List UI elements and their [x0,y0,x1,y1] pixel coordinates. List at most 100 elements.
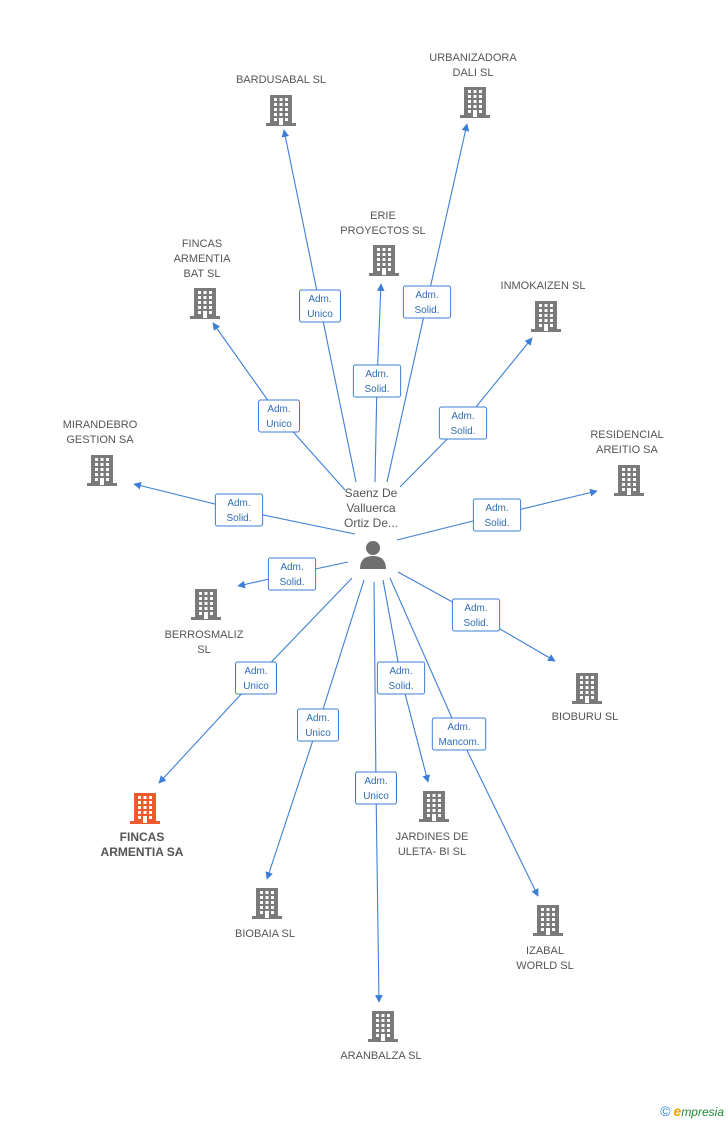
building-icon [614,465,644,496]
building-icon [368,1011,398,1042]
company-node-jardines[interactable]: JARDINES DE ULETA- BI SL [396,791,469,858]
edge-erie: Adm. Solid. [352,283,402,483]
edge-mirandebro: Adm.Solid. [133,481,356,535]
edge-bardusabal: Adm.Unico [281,129,357,483]
edge-label-box[interactable] [297,708,339,742]
edge-label-box[interactable] [267,557,317,591]
edge-label-text: Adm. [308,294,331,305]
company-label: ULETA- BI SL [398,846,466,858]
edge-label-box[interactable] [376,661,426,695]
company-node-bardusabal[interactable]: BARDUSABAL SL [236,74,326,126]
edge-label-text: Solid. [388,681,413,692]
edge-fincas-armentia: Adm. Unico [158,577,353,784]
edge-inmokaizen: Adm.Solid. [399,337,533,488]
company-label: PROYECTOS SL [340,225,425,237]
person-icon [360,541,386,569]
edge-label-box[interactable] [214,493,264,527]
edge-label-text: Solid. [364,384,389,395]
edge-label-box[interactable] [258,399,300,433]
company-label: BIOBAIA SL [235,928,295,940]
edge-fincas-bat: Adm.Unico [212,322,346,491]
building-icon [419,791,449,822]
edge-label-text: Adm. [365,369,388,380]
edge-label-text: Solid. [279,577,304,588]
building-icon [533,905,563,936]
edge-urbanizadora: Adm. Solid. [386,123,470,483]
company-label: BIOBURU SL [552,711,619,723]
edge-label-box[interactable] [402,285,452,319]
edge-label-box[interactable] [431,717,487,751]
edge-label-box[interactable] [352,364,402,398]
company-label: JARDINES DE [396,831,469,843]
edge-label-box[interactable] [355,771,397,805]
edge-label-text: Unico [305,728,331,739]
building-icon [190,288,220,319]
company-node-mirandebro[interactable]: MIRANDEBRO GESTION SA [63,419,138,486]
company-node-fincas-bat[interactable]: FINCAS ARMENTIA BAT SL [174,238,232,319]
brand-initial: e [673,1103,682,1119]
company-node-biobaia[interactable]: BIOBAIA SL [235,888,295,940]
edge-residencial: Adm. Solid. [396,488,598,541]
edge-label-text: Solid. [463,618,488,629]
company-label: BARDUSABAL SL [236,74,326,86]
company-label: MIRANDEBRO [63,419,138,431]
company-node-bioburu[interactable]: BIOBURU SL [552,673,619,723]
edge-berrosmaliz: Adm.Solid. [237,557,349,591]
building-icon [191,589,221,620]
company-node-inmokaizen[interactable]: INMOKAIZEN SL [501,280,586,332]
company-label: GESTION SA [66,434,134,446]
edge-label-text: Adm. [447,722,470,733]
building-icon [572,673,602,704]
company-label: BAT SL [184,268,221,280]
edge-label-text: Adm. [451,411,474,422]
company-node-erie[interactable]: ERIE PROYECTOS SL [340,210,426,276]
edge-label-text: Unico [243,681,269,692]
building-icon [266,95,296,126]
company-label: RESIDENCIAL [590,429,663,441]
building-icon [369,245,399,276]
edge-label-box[interactable] [451,598,501,632]
edge-jardines: Adm.Solid. [376,579,430,783]
edge-label-text: Solid. [484,518,509,529]
edge-izabal: Adm. Mancom. [389,577,539,897]
company-label: FINCAS [182,238,222,250]
edge-label-text: Mancom. [438,737,479,748]
edge-label-box[interactable] [235,661,277,695]
company-node-aranbalza[interactable]: ARANBALZA SL [340,1011,422,1062]
edge-label-text: Unico [266,419,292,430]
edge-label-text: Adm. [415,290,438,301]
edge-label-text: Adm. [244,666,267,677]
building-icon [460,87,490,118]
company-label: SL [197,644,210,656]
edge-label-text: Adm. [227,498,250,509]
company-label: WORLD SL [516,960,573,972]
company-label: ARANBALZA SL [340,1050,421,1062]
brand-name: mpresia [681,1105,724,1119]
edge-label-text: Adm. [306,713,329,724]
edge-biobaia: Adm. Unico [265,579,365,880]
brand-watermark: ©empresia [660,1103,724,1119]
company-label: ARMENTIA [174,253,232,265]
edge-label-box[interactable] [438,406,488,440]
building-icon [252,888,282,919]
edge-label-text: Unico [363,791,389,802]
company-label: FINCAS [120,830,165,844]
company-label: URBANIZADORA [429,52,517,64]
company-label: ERIE [370,210,396,222]
edge-bioburu: Adm.Solid. [397,571,556,662]
edge-label-box[interactable] [299,289,341,323]
edge-label-box[interactable] [472,498,522,532]
company-label: ARMENTIA SA [101,845,184,859]
edges-layer: Adm.UnicoAdm.Solid.Adm.Solid.Adm.UnicoAd… [133,123,598,1003]
edge-label-text: Solid. [414,305,439,316]
edge-label-text: Adm. [364,776,387,787]
edge-label-text: Adm. [485,503,508,514]
